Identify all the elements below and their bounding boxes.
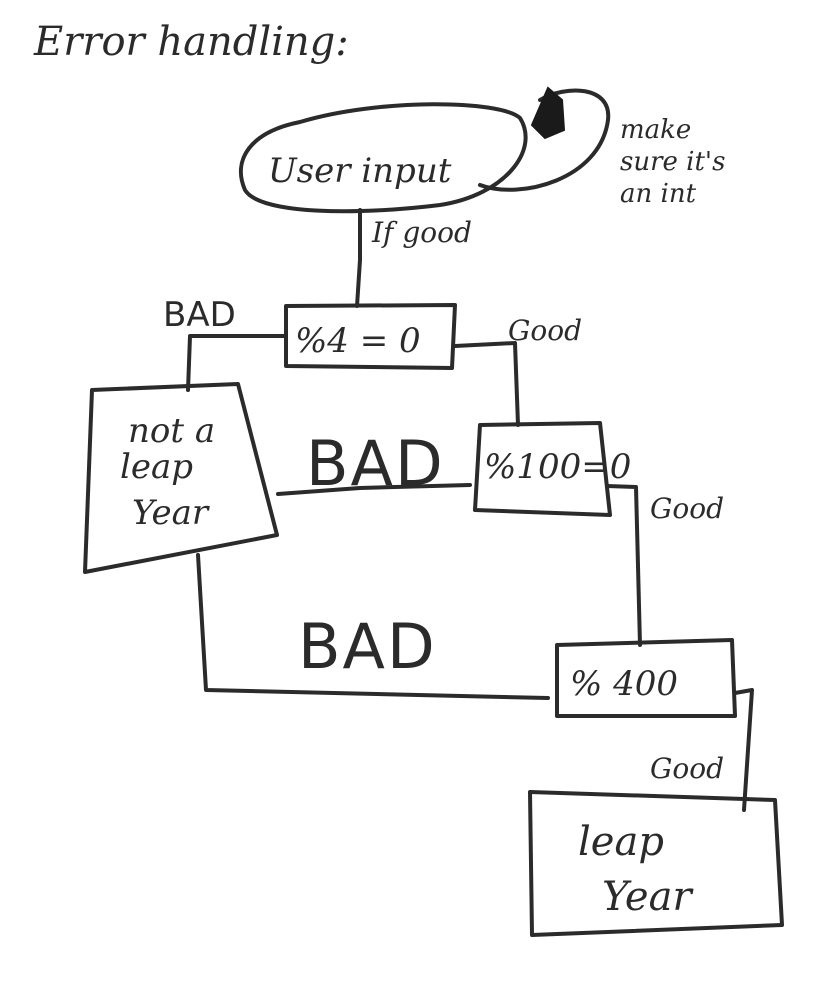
mod400-node-label: % 400 [570,664,678,704]
note-line-1: make [620,115,691,145]
edge-mod4-good [453,341,520,427]
edge-label-bad-3: BAD [298,610,437,683]
self-loop-arrowhead [530,86,566,140]
note-line-2: sure it's [620,147,725,177]
user-input-node-label: User input [268,151,452,191]
edge-label-bad-2: BAD [306,427,445,500]
edge-label-if-good: If good [371,216,472,249]
edge-mod400-bad [196,553,550,700]
user-input-node-outline [238,102,528,214]
edge-mod400-good [733,688,754,812]
note-line-3: an int [620,179,697,209]
not-leap-year-node-outline [83,382,279,574]
mod4-node-outline [284,303,457,370]
self-loop-arrow [478,88,611,192]
mod100-node-label: %100=0 [484,447,631,487]
mod100-node-outline [473,421,612,517]
leap-year-line-1: leap [578,819,664,865]
not-leap-year-line-1: not a [128,411,215,451]
mod4-node-label: %4 = 0 [295,321,421,361]
leap-year-line-2: Year [602,874,694,920]
not-leap-year-line-2: leap [120,447,193,487]
edge-mod100-bad [276,483,472,496]
diagram-title: Error handling: [33,19,349,65]
edge-mod4-bad [186,334,288,392]
leap-year-node-outline [528,790,784,937]
mod400-node-outline [555,638,737,718]
edge-mod100-good [605,484,642,647]
edge-label-bad-1: BAD [163,295,236,335]
edge-label-good-1: Good [508,314,582,347]
edge-label-good-3: Good [650,752,724,785]
edge-label-good-2: Good [650,492,724,525]
edge-input-to-mod4 [355,208,362,308]
not-leap-year-line-3: Year [132,493,210,533]
